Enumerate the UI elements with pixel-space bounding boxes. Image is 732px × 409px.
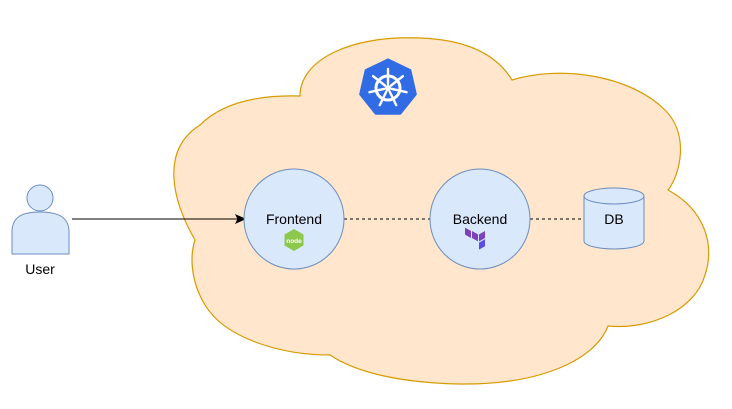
db-node[interactable]: DB <box>583 187 645 250</box>
frontend-label: Frontend <box>266 211 322 227</box>
user-node[interactable]: User <box>11 184 70 277</box>
db-label: DB <box>604 211 623 227</box>
backend-label: Backend <box>453 211 507 227</box>
svg-text:node: node <box>286 238 302 245</box>
edge-user-frontend <box>72 213 247 225</box>
user-label: User <box>25 261 55 277</box>
nodejs-icon: node <box>284 229 304 251</box>
backend-node[interactable]: Backend <box>429 168 531 270</box>
user-icon <box>11 184 70 255</box>
database-icon <box>583 187 645 250</box>
kubernetes-icon <box>359 58 417 115</box>
frontend-node[interactable]: Frontend node <box>243 168 345 270</box>
terraform-icon <box>465 227 485 250</box>
